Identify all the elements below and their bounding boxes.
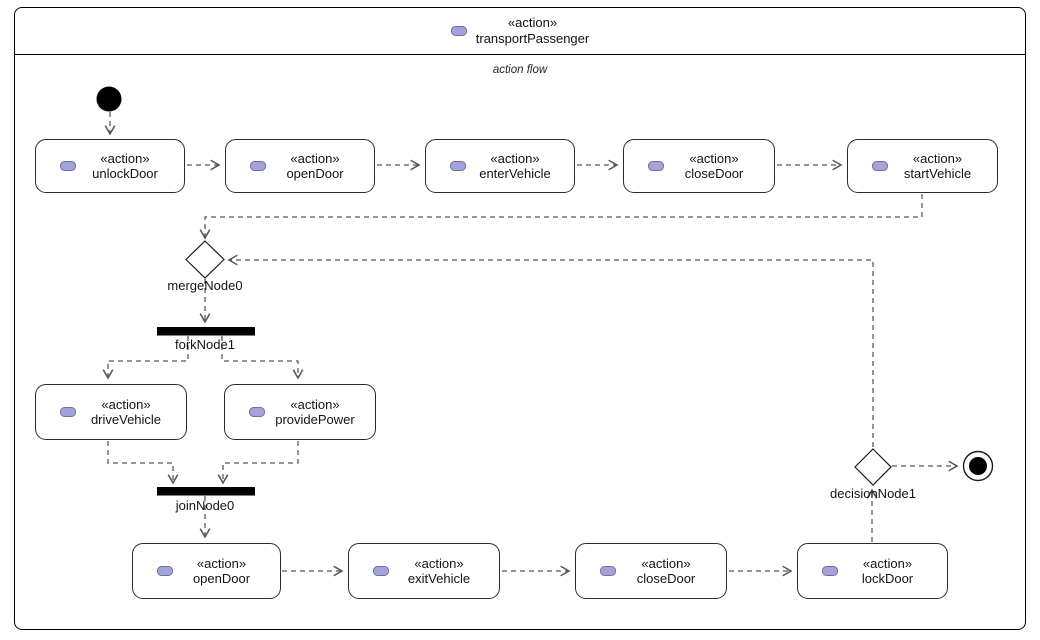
action-icon — [60, 407, 76, 417]
join-node-bar[interactable] — [157, 487, 255, 496]
merge-node-diamond[interactable] — [185, 240, 225, 279]
action-name: exitVehicle — [407, 571, 471, 586]
action-node-unlockDoor[interactable]: «action» unlockDoor — [35, 139, 185, 193]
action-name: lockDoor — [861, 571, 914, 586]
action-name: openDoor — [286, 166, 344, 181]
action-icon — [872, 161, 888, 171]
action-node-exitVehicle[interactable]: «action» exitVehicle — [348, 543, 500, 599]
action-stereotype: «action» — [290, 150, 340, 166]
edge-decisionNode1-to-mergeNode0 — [227, 254, 874, 447]
action-node-openDoor-bottom[interactable]: «action» openDoor — [132, 543, 281, 599]
action-name: closeDoor — [636, 571, 696, 586]
action-stereotype: «action» — [100, 150, 150, 166]
action-node-driveVehicle[interactable]: «action» driveVehicle — [35, 384, 187, 440]
action-node-closeDoor-top[interactable]: «action» closeDoor — [623, 139, 775, 193]
action-icon — [157, 566, 173, 576]
action-stereotype: «action» — [196, 555, 247, 571]
merge-node-label: mergeNode0 — [167, 278, 243, 293]
decision-node-diamond[interactable] — [854, 448, 892, 486]
action-icon — [60, 161, 76, 171]
join-node-label: joinNode0 — [175, 498, 235, 513]
frame-stereotype: «action» — [507, 15, 558, 30]
action-stereotype: «action» — [689, 150, 739, 166]
action-icon — [450, 25, 467, 36]
edge-providePower-to-joinNode0 — [217, 441, 299, 485]
edge-forkNode1-to-driveVehicle — [102, 336, 189, 380]
action-icon — [250, 161, 266, 171]
action-node-providePower[interactable]: «action» providePower — [224, 384, 376, 440]
action-name: startVehicle — [903, 166, 972, 181]
action-stereotype: «action» — [912, 150, 963, 166]
action-node-closeDoor-bottom[interactable]: «action» closeDoor — [575, 543, 727, 599]
action-icon — [600, 566, 616, 576]
action-icon — [822, 566, 838, 576]
frame-title-divider — [14, 54, 1026, 55]
action-stereotype: «action» — [101, 396, 151, 412]
action-icon — [450, 161, 466, 171]
action-stereotype: «action» — [490, 150, 540, 166]
frame-title: transportPassenger — [475, 30, 590, 46]
action-name: driveVehicle — [90, 412, 162, 427]
action-stereotype: «action» — [862, 555, 913, 571]
action-stereotype: «action» — [641, 555, 691, 571]
action-node-openDoor-top[interactable]: «action» openDoor — [225, 139, 375, 193]
action-name: closeDoor — [684, 166, 744, 181]
action-node-enterVehicle[interactable]: «action» enterVehicle — [425, 139, 575, 193]
action-stereotype: «action» — [290, 396, 340, 412]
fork-node-label: forkNode1 — [175, 337, 235, 352]
initial-node[interactable] — [96, 86, 122, 112]
action-node-lockDoor[interactable]: «action» lockDoor — [797, 543, 948, 599]
fork-node-bar[interactable] — [157, 327, 255, 336]
action-icon — [249, 407, 265, 417]
flow-label: action flow — [492, 64, 548, 76]
edge-startVehicle-to-mergeNode0 — [199, 194, 923, 240]
action-name: unlockDoor — [92, 166, 158, 181]
decision-node-label: decisionNode1 — [829, 486, 916, 501]
activity-frame — [14, 7, 1026, 630]
action-name: enterVehicle — [479, 166, 551, 181]
edge-driveVehicle-to-joinNode0 — [107, 441, 179, 485]
action-icon — [648, 161, 664, 171]
action-stereotype: «action» — [414, 555, 464, 571]
final-node-inner — [969, 457, 987, 475]
action-name: openDoor — [192, 571, 251, 586]
action-name: providePower — [275, 412, 355, 427]
edge-forkNode1-to-providePower — [221, 336, 304, 380]
activity-frame-header: «action» transportPassenger — [14, 7, 1026, 54]
action-icon — [373, 566, 389, 576]
action-node-startVehicle[interactable]: «action» startVehicle — [847, 139, 998, 193]
